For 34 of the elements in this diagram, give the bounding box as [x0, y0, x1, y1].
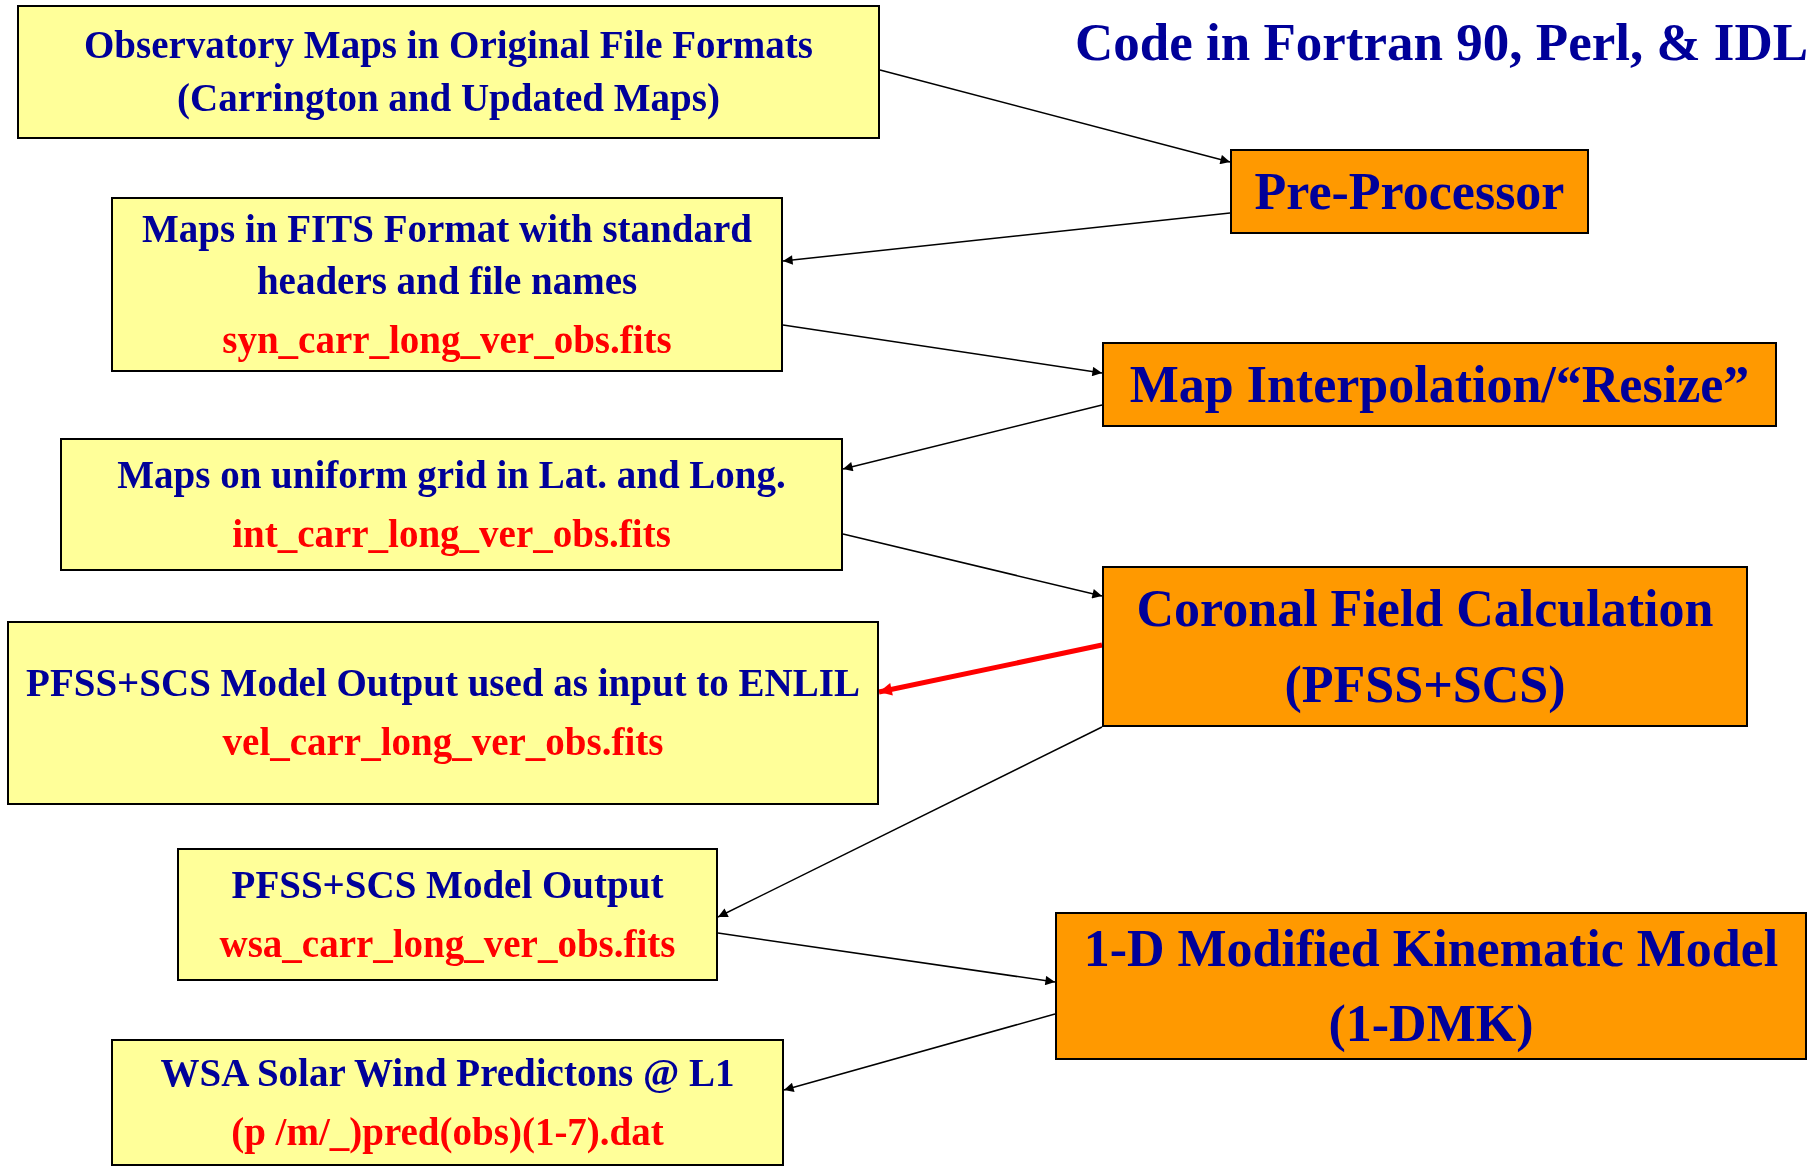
data-box: [111, 197, 783, 372]
box-text: WSA Solar Wind Predictons @ L1: [160, 1049, 735, 1096]
file-name: (p /m/_)pred(obs)(1-7).dat: [231, 1108, 664, 1156]
process-box: [1102, 566, 1748, 727]
data-box: [60, 438, 843, 571]
data-box: [111, 1039, 784, 1166]
data-box: [177, 848, 718, 981]
arrow: [842, 533, 1103, 599]
box-text: Map Interpolation/“Resize”: [1129, 354, 1750, 415]
box-text: Pre-Processor: [1254, 161, 1565, 222]
box-text: Observatory Maps in Original File Formats (Carrington and Updated Maps): [83, 22, 814, 122]
file-name: int_carr_long_ver_obs.fits: [232, 510, 671, 558]
arrow: [783, 1013, 1056, 1093]
arrow: [879, 69, 1231, 165]
arrow: [878, 642, 1103, 696]
arrow: [717, 932, 1056, 986]
data-box: [7, 621, 879, 805]
file-name: wsa_carr_long_ver_obs.fits: [219, 920, 676, 968]
process-box: [1102, 342, 1777, 427]
arrow: [782, 324, 1103, 377]
box-text: Maps in FITS Format with standard headers and file names: [141, 205, 753, 305]
arrow: [842, 404, 1103, 472]
box-text: PFSS+SCS Model Output used as input to ENLIL: [26, 660, 860, 707]
process-box: [1230, 149, 1589, 234]
arrow: [717, 726, 1103, 918]
box-text: 1-D Modified Kinematic Model (1-DMK): [1082, 918, 1780, 1054]
box-text: PFSS+SCS Model Output: [231, 861, 664, 909]
arrow: [782, 212, 1231, 265]
title-text: Code in Fortran 90, Perl, & IDL: [1075, 12, 1809, 72]
box-text: Coronal Field Calculation (PFSS+SCS): [1135, 579, 1715, 715]
file-name: syn_carr_long_ver_obs.fits: [222, 316, 672, 364]
data-box: [17, 5, 880, 139]
file-name: vel_carr_long_ver_obs.fits: [222, 719, 664, 766]
box-text: Maps on uniform grid in Lat. and Long.: [117, 451, 786, 499]
